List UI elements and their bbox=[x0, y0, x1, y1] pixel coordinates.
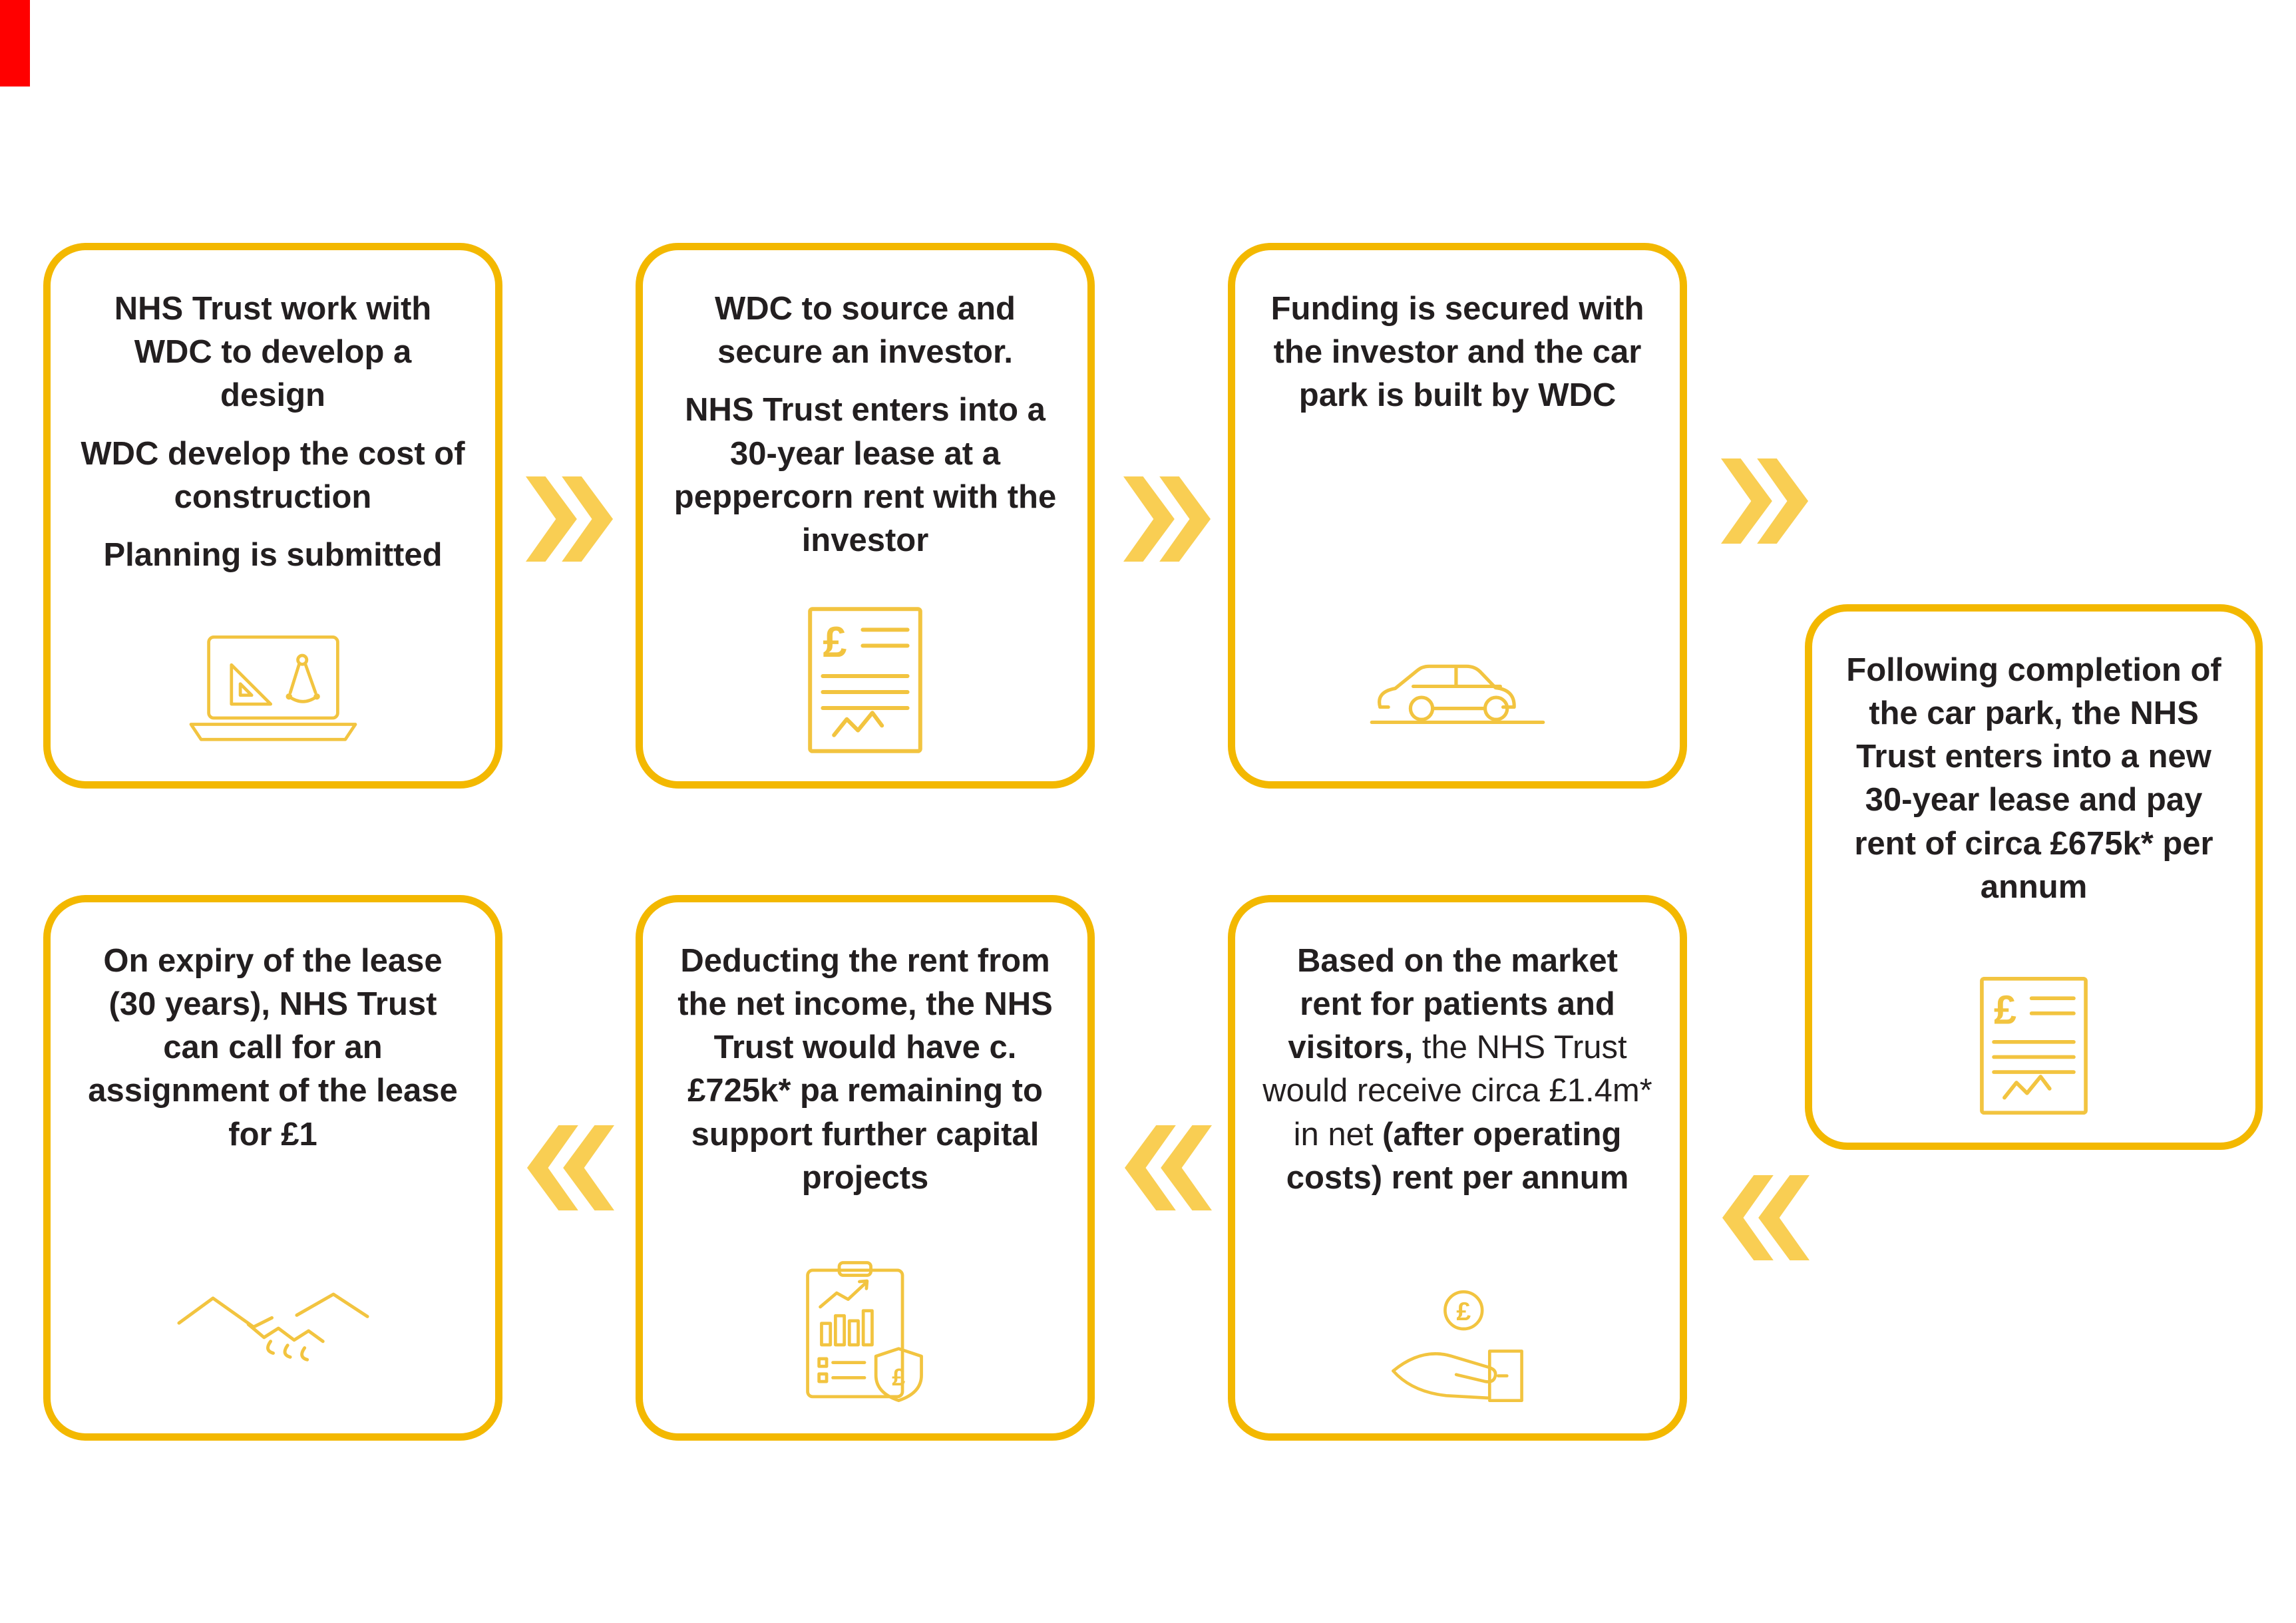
step-paragraph: WDC develop the cost of construction bbox=[81, 435, 465, 515]
step-paragraph: Deducting the rent from the net income, … bbox=[677, 943, 1053, 1196]
car-icon bbox=[1368, 646, 1547, 729]
step-text: WDC to source and secure an investor. NH… bbox=[670, 287, 1061, 562]
step-text: Funding is secured with the investor and… bbox=[1262, 287, 1653, 417]
step-paragraph: Following completion of the car park, th… bbox=[1846, 652, 2221, 905]
chart-clipboard-icon: £ bbox=[799, 1256, 932, 1408]
text-segment-bold: (after operating costs) rent per annum bbox=[1286, 1116, 1629, 1196]
step-text: NHS Trust work with WDC to develop a des… bbox=[77, 287, 469, 577]
step-paragraph: NHS Trust work with WDC to develop a des… bbox=[114, 291, 432, 414]
double-chevron-right-icon bbox=[526, 476, 614, 562]
pound-document-icon: £ bbox=[805, 604, 925, 756]
step-paragraph: Planning is submitted bbox=[103, 536, 443, 573]
svg-text:£: £ bbox=[892, 1363, 905, 1391]
hand-coin-icon: £ bbox=[1371, 1284, 1544, 1408]
step-text: On expiry of the lease (30 years), NHS T… bbox=[77, 940, 469, 1157]
step-paragraph: Funding is secured with the investor and… bbox=[1270, 291, 1644, 414]
step-box-lease-expiry: On expiry of the lease (30 years), NHS T… bbox=[43, 895, 502, 1441]
svg-text:£: £ bbox=[823, 618, 847, 666]
text-segment-bold: Based on the market rent for patients an… bbox=[1288, 943, 1618, 1066]
design-tools-icon bbox=[178, 630, 368, 756]
pound-document-icon: £ bbox=[1977, 974, 2090, 1117]
step-text: Based on the market rent for patients an… bbox=[1262, 940, 1653, 1200]
step-box-market-rent: Based on the market rent for patients an… bbox=[1228, 895, 1687, 1441]
step-paragraph: NHS Trust enters into a 30-year lease at… bbox=[673, 392, 1057, 558]
step-paragraph: Based on the market rent for patients an… bbox=[1262, 940, 1653, 1200]
step-box-new-lease: Following completion of the car park, th… bbox=[1805, 604, 2263, 1150]
double-chevron-right-icon bbox=[1721, 458, 1810, 544]
step-paragraph: WDC to source and secure an investor. bbox=[715, 291, 1016, 371]
double-chevron-right-icon bbox=[1123, 476, 1212, 562]
double-chevron-left-icon bbox=[1123, 1125, 1212, 1211]
step-paragraph: On expiry of the lease (30 years), NHS T… bbox=[88, 943, 458, 1153]
step-box-design-planning: NHS Trust work with WDC to develop a des… bbox=[43, 243, 502, 789]
step-box-investor-lease: WDC to source and secure an investor. NH… bbox=[636, 243, 1095, 789]
svg-text:£: £ bbox=[1456, 1298, 1471, 1326]
step-text: Following completion of the car park, th… bbox=[1839, 649, 2229, 909]
svg-text:£: £ bbox=[1994, 988, 2016, 1033]
step-box-net-income: Deducting the rent from the net income, … bbox=[636, 895, 1095, 1441]
red-accent-bar bbox=[0, 0, 30, 87]
text-segment-regular: the NHS Trust would receive circa £1.4m*… bbox=[1262, 1029, 1652, 1153]
double-chevron-left-icon bbox=[526, 1125, 614, 1211]
step-box-funding-build: Funding is secured with the investor and… bbox=[1228, 243, 1687, 789]
step-text: Deducting the rent from the net income, … bbox=[670, 940, 1061, 1200]
double-chevron-left-icon bbox=[1721, 1174, 1810, 1261]
handshake-icon bbox=[175, 1280, 371, 1385]
